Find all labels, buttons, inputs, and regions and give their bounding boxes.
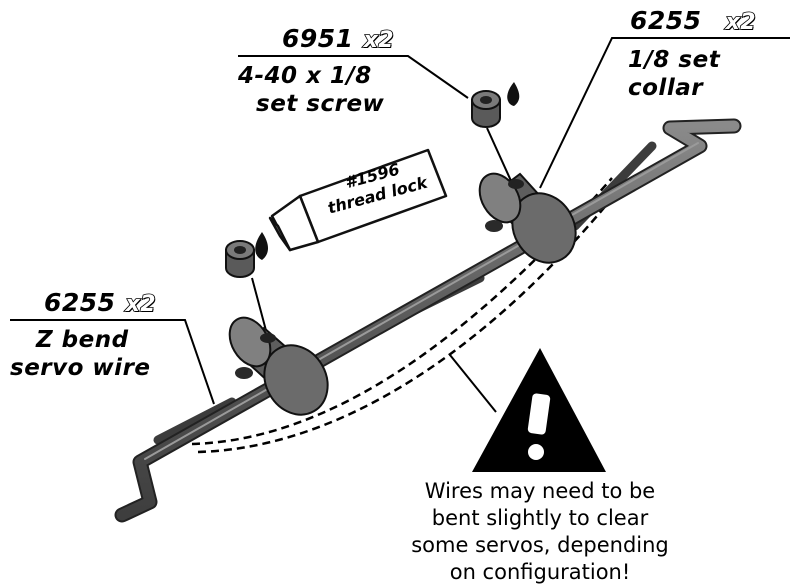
set-screw-label: 6951 x2	[282, 24, 395, 54]
thread-lock-drop-right-icon	[507, 82, 520, 106]
set-screw-right	[471, 90, 501, 128]
servo-wire-description: Z bend servo wire	[10, 326, 151, 382]
set-collar-part-number: 6255	[630, 6, 702, 35]
leader-set-screw	[238, 55, 469, 99]
thread-lock-drop-left-icon	[255, 232, 268, 260]
leader-collar	[539, 37, 790, 189]
z-bend-servo-wire	[114, 118, 742, 523]
set-collar-right	[478, 172, 577, 264]
set-collar-desc-line1: 1/8 set	[628, 47, 721, 73]
warning-message: Wires may need to be bent slightly to cl…	[360, 478, 720, 584]
set-screw-quantity: x2	[363, 27, 395, 54]
set-collar-desc-line2: collar	[628, 75, 704, 101]
warning-line-1: Wires may need to be	[424, 479, 656, 503]
leader-servo-wire	[10, 319, 215, 405]
set-collar-quantity: x2	[725, 9, 757, 36]
callout-leader-lines	[10, 37, 790, 405]
set-screw-desc-line2: set screw	[256, 91, 385, 117]
warning-line-4: on configuration!	[449, 560, 631, 584]
set-collar-label: 6255 x2	[630, 6, 757, 36]
set-collar-description: 1/8 set collar	[628, 46, 720, 102]
servo-wire-label: 6255 x2	[44, 288, 157, 318]
set-screw-part-number: 6951	[282, 24, 354, 53]
leader-set-screw-down	[486, 127, 513, 184]
exclamation-triangle-icon	[472, 348, 606, 472]
servo-wire-part-number: 6255	[44, 288, 116, 317]
servo-wire-quantity: x2	[125, 291, 157, 318]
dashed-path-upper	[191, 177, 613, 446]
warning-leader	[449, 354, 497, 413]
set-collar-left	[228, 316, 329, 416]
servo-wire-desc-line1: Z bend	[36, 327, 129, 353]
thread-lock-tube	[268, 148, 448, 252]
set-screw-description: 4-40 x 1/8 set screw	[238, 62, 384, 118]
set-screw-desc-line1: 4-40 x 1/8	[238, 63, 372, 89]
warning-line-3: some servos, depending	[411, 533, 669, 557]
set-screw-left	[225, 240, 255, 278]
warning-line-2: bent slightly to clear	[431, 506, 649, 530]
servo-wire-desc-line2: servo wire	[10, 355, 151, 381]
